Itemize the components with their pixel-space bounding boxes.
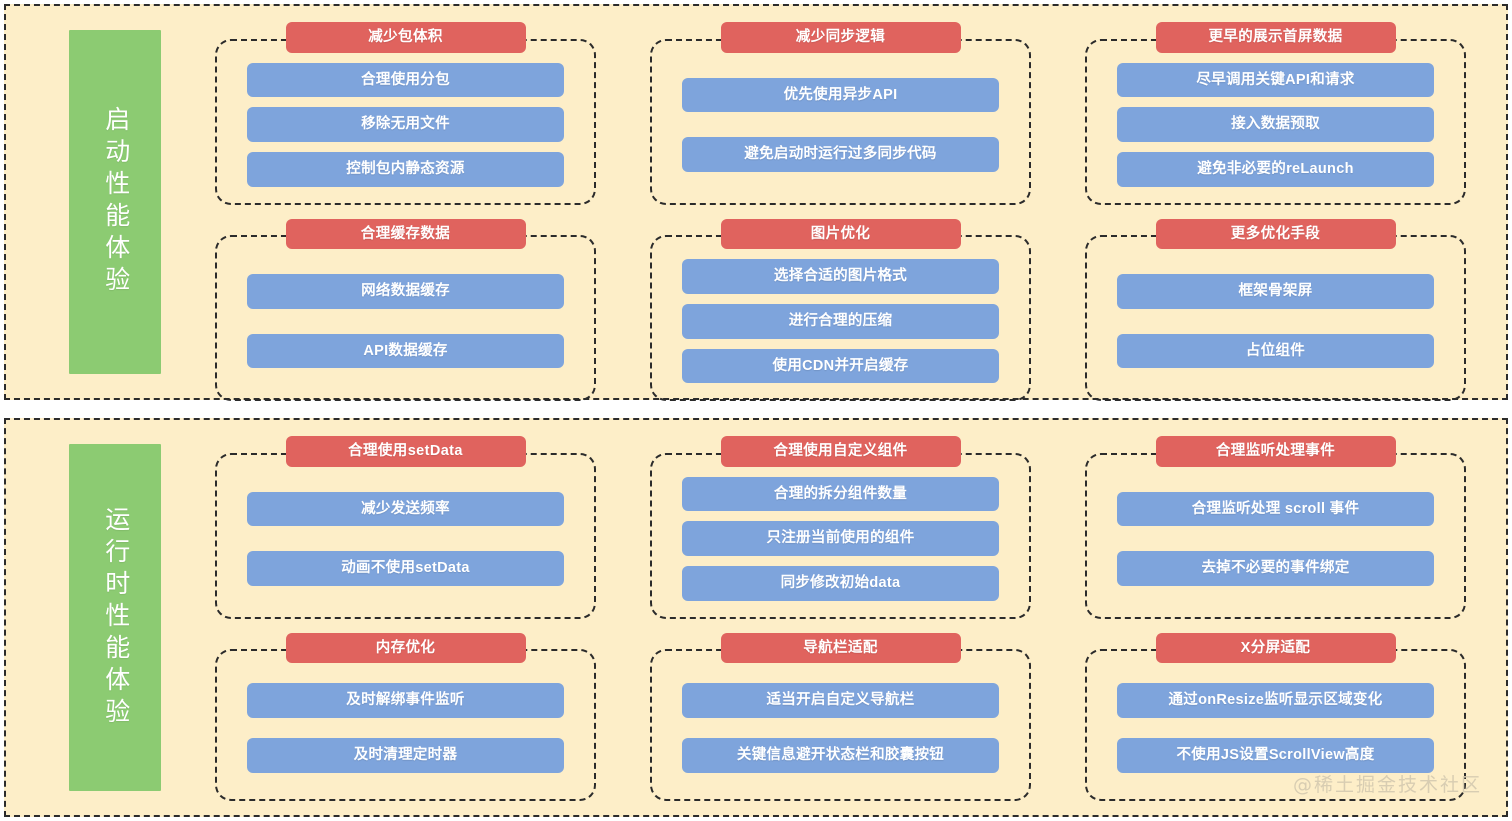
group-items: 优先使用异步API 避免启动时运行过多同步代码 (650, 38, 1031, 205)
group-header: 图片优化 (720, 218, 961, 250)
group-item: 同步修改初始data (682, 566, 999, 601)
group-item: 使用CDN并开启缓存 (682, 348, 999, 384)
category-label-runtime-text: 运行时性能体验 (101, 505, 130, 730)
group-item: 避免非必要的reLaunch (1117, 152, 1434, 187)
group-more-optimization-methods: 更多优化手段 框架骨架屏 占位组件 (1085, 218, 1466, 402)
group-items: 合理使用分包 移除无用文件 控制包内静态资源 (215, 38, 596, 205)
group-header: 减少同步逻辑 (720, 22, 961, 53)
group-items: 框架骨架屏 占位组件 (1085, 235, 1466, 402)
group-custom-components: 合理使用自定义组件 合理的拆分组件数量 只注册当前使用的组件 同步修改初始dat… (650, 436, 1031, 619)
group-header: 合理缓存数据 (285, 218, 526, 250)
group-item: 选择合适的图片格式 (682, 259, 999, 295)
group-header: 合理使用自定义组件 (720, 436, 961, 467)
group-event-handling: 合理监听处理事件 合理监听处理 scroll 事件 去掉不必要的事件绑定 (1085, 436, 1466, 619)
group-items: 合理的拆分组件数量 只注册当前使用的组件 同步修改初始data (650, 452, 1031, 619)
group-image-optimization: 图片优化 选择合适的图片格式 进行合理的压缩 使用CDN并开启缓存 (650, 218, 1031, 402)
group-item: 尽早调用关键API和请求 (1117, 62, 1434, 98)
group-items: 尽早调用关键API和请求 接入数据预取 避免非必要的reLaunch (1085, 38, 1466, 205)
group-item: 减少发送频率 (247, 491, 564, 527)
section-startup-performance: 启动性能体验 减少包体积 合理使用分包 移除无用文件 控制包内静态资源 减少同步… (4, 4, 1508, 402)
group-item: 适当开启自定义导航栏 (682, 683, 999, 719)
group-item: 控制包内静态资源 (247, 152, 564, 187)
group-header: 合理使用setData (285, 436, 526, 467)
category-label-startup: 启动性能体验 (69, 30, 161, 374)
group-item: 网络数据缓存 (247, 274, 564, 309)
group-split-screen-adaptation: X分屏适配 通过onResize监听显示区域变化 不使用JS设置ScrollVi… (1085, 632, 1466, 801)
group-item: 移除无用文件 (247, 107, 564, 143)
group-reasonable-setdata: 合理使用setData 减少发送频率 动画不使用setData (215, 436, 596, 619)
group-item: 合理的拆分组件数量 (682, 476, 999, 512)
group-reduce-sync-logic: 减少同步逻辑 优先使用异步API 避免启动时运行过多同步代码 (650, 22, 1031, 205)
group-header: 合理监听处理事件 (1155, 436, 1396, 467)
group-item: 只注册当前使用的组件 (682, 521, 999, 557)
group-item: 不使用JS设置ScrollView高度 (1117, 738, 1434, 773)
group-header: 更早的展示首屏数据 (1155, 22, 1396, 53)
group-header: 减少包体积 (285, 22, 526, 53)
group-item: 接入数据预取 (1117, 107, 1434, 143)
group-item: 去掉不必要的事件绑定 (1117, 551, 1434, 586)
group-items: 适当开启自定义导航栏 关键信息避开状态栏和胶囊按钮 (650, 649, 1031, 801)
group-navigation-bar-adaptation: 导航栏适配 适当开启自定义导航栏 关键信息避开状态栏和胶囊按钮 (650, 632, 1031, 801)
group-header: X分屏适配 (1155, 632, 1396, 664)
group-earlier-first-screen-data: 更早的展示首屏数据 尽早调用关键API和请求 接入数据预取 避免非必要的reLa… (1085, 22, 1466, 205)
group-header: 更多优化手段 (1155, 218, 1396, 250)
group-memory-optimization: 内存优化 及时解绑事件监听 及时清理定时器 (215, 632, 596, 801)
group-items: 合理监听处理 scroll 事件 去掉不必要的事件绑定 (1085, 452, 1466, 619)
group-item: 框架骨架屏 (1117, 274, 1434, 309)
group-item: 动画不使用setData (247, 551, 564, 586)
category-label-runtime: 运行时性能体验 (69, 444, 161, 791)
section-runtime-performance: 运行时性能体验 合理使用setData 减少发送频率 动画不使用setData … (4, 418, 1508, 817)
category-label-startup-text: 启动性能体验 (101, 106, 130, 298)
group-header: 导航栏适配 (720, 632, 961, 664)
group-item: 及时清理定时器 (247, 738, 564, 773)
group-item: 合理监听处理 scroll 事件 (1117, 491, 1434, 527)
group-item: 优先使用异步API (682, 77, 999, 113)
group-item: 进行合理的压缩 (682, 304, 999, 339)
group-item: 占位组件 (1117, 333, 1434, 369)
group-item: 关键信息避开状态栏和胶囊按钮 (682, 738, 999, 773)
group-reasonable-data-cache: 合理缓存数据 网络数据缓存 API数据缓存 (215, 218, 596, 402)
group-items: 选择合适的图片格式 进行合理的压缩 使用CDN并开启缓存 (650, 235, 1031, 402)
group-header: 内存优化 (285, 632, 526, 664)
group-item: 合理使用分包 (247, 62, 564, 98)
group-item: API数据缓存 (247, 333, 564, 369)
group-grid-runtime: 合理使用setData 减少发送频率 动画不使用setData 合理使用自定义组… (161, 420, 1506, 815)
group-reduce-package-size: 减少包体积 合理使用分包 移除无用文件 控制包内静态资源 (215, 22, 596, 205)
group-item: 及时解绑事件监听 (247, 683, 564, 719)
group-items: 及时解绑事件监听 及时清理定时器 (215, 649, 596, 801)
group-items: 通过onResize监听显示区域变化 不使用JS设置ScrollView高度 (1085, 649, 1466, 801)
group-item: 避免启动时运行过多同步代码 (682, 137, 999, 172)
group-item: 通过onResize监听显示区域变化 (1117, 683, 1434, 719)
group-items: 减少发送频率 动画不使用setData (215, 452, 596, 619)
group-items: 网络数据缓存 API数据缓存 (215, 235, 596, 402)
group-grid-startup: 减少包体积 合理使用分包 移除无用文件 控制包内静态资源 减少同步逻辑 优先使用… (161, 6, 1506, 402)
